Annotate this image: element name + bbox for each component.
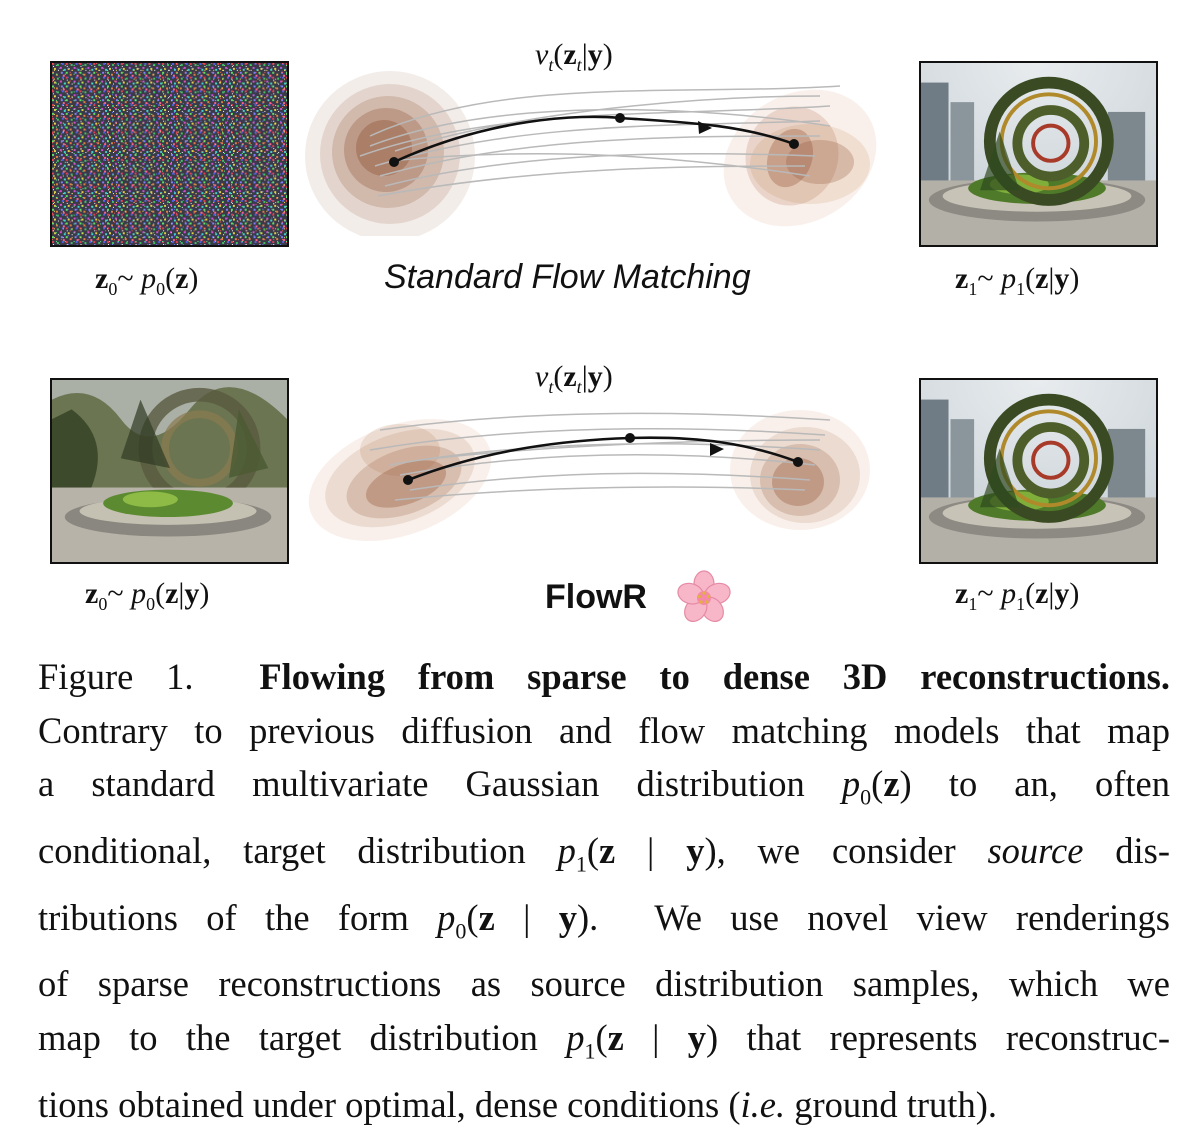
row2-method-label: FlowR <box>545 578 647 617</box>
row1-method-label: Standard Flow Matching <box>384 258 751 297</box>
row1-target-label: z1~ p1(z|y) <box>955 262 1079 300</box>
figure-number: Figure 1. <box>38 656 194 697</box>
cherry-blossom-icon <box>676 570 732 626</box>
target-image-row2 <box>919 378 1158 564</box>
row2-source-label: z0~ p0(z|y) <box>85 577 209 615</box>
figure-caption: Figure 1. Flowing from sparse to dense 3… <box>38 650 1170 1131</box>
caption-line-2: Contrary to previous diffusion and flow … <box>38 704 1170 758</box>
source-density-blob <box>305 71 475 236</box>
row1-source-label: z0~ p0(z) <box>95 262 198 300</box>
source-render-image <box>50 378 289 564</box>
row2-flow-diagram <box>300 390 900 550</box>
caption-line-6: of sparse reconstructions as source dist… <box>38 957 1170 1011</box>
caption-title: Flowing from sparse to dense 3D reconstr… <box>259 656 1170 697</box>
caption-line-8: tions obtained under optimal, dense cond… <box>38 1078 1170 1131</box>
caption-line-1: Figure 1. Flowing from sparse to dense 3… <box>38 650 1170 704</box>
noise-image <box>50 61 289 247</box>
row2-target-label: z1~ p1(z|y) <box>955 577 1079 615</box>
row1-flow-diagram <box>300 66 900 236</box>
target-density-blob-row2 <box>730 410 870 530</box>
caption-line-5: tributions of the form p0(z | y). We use… <box>38 891 1170 958</box>
target-density-blob <box>699 66 900 236</box>
target-image-row1 <box>919 61 1158 247</box>
caption-line-3: a standard multivariate Gaussian distrib… <box>38 757 1170 824</box>
caption-line-4: conditional, target distribution p1(z | … <box>38 824 1170 891</box>
caption-line-7: map to the target distribution p1(z | y)… <box>38 1011 1170 1078</box>
